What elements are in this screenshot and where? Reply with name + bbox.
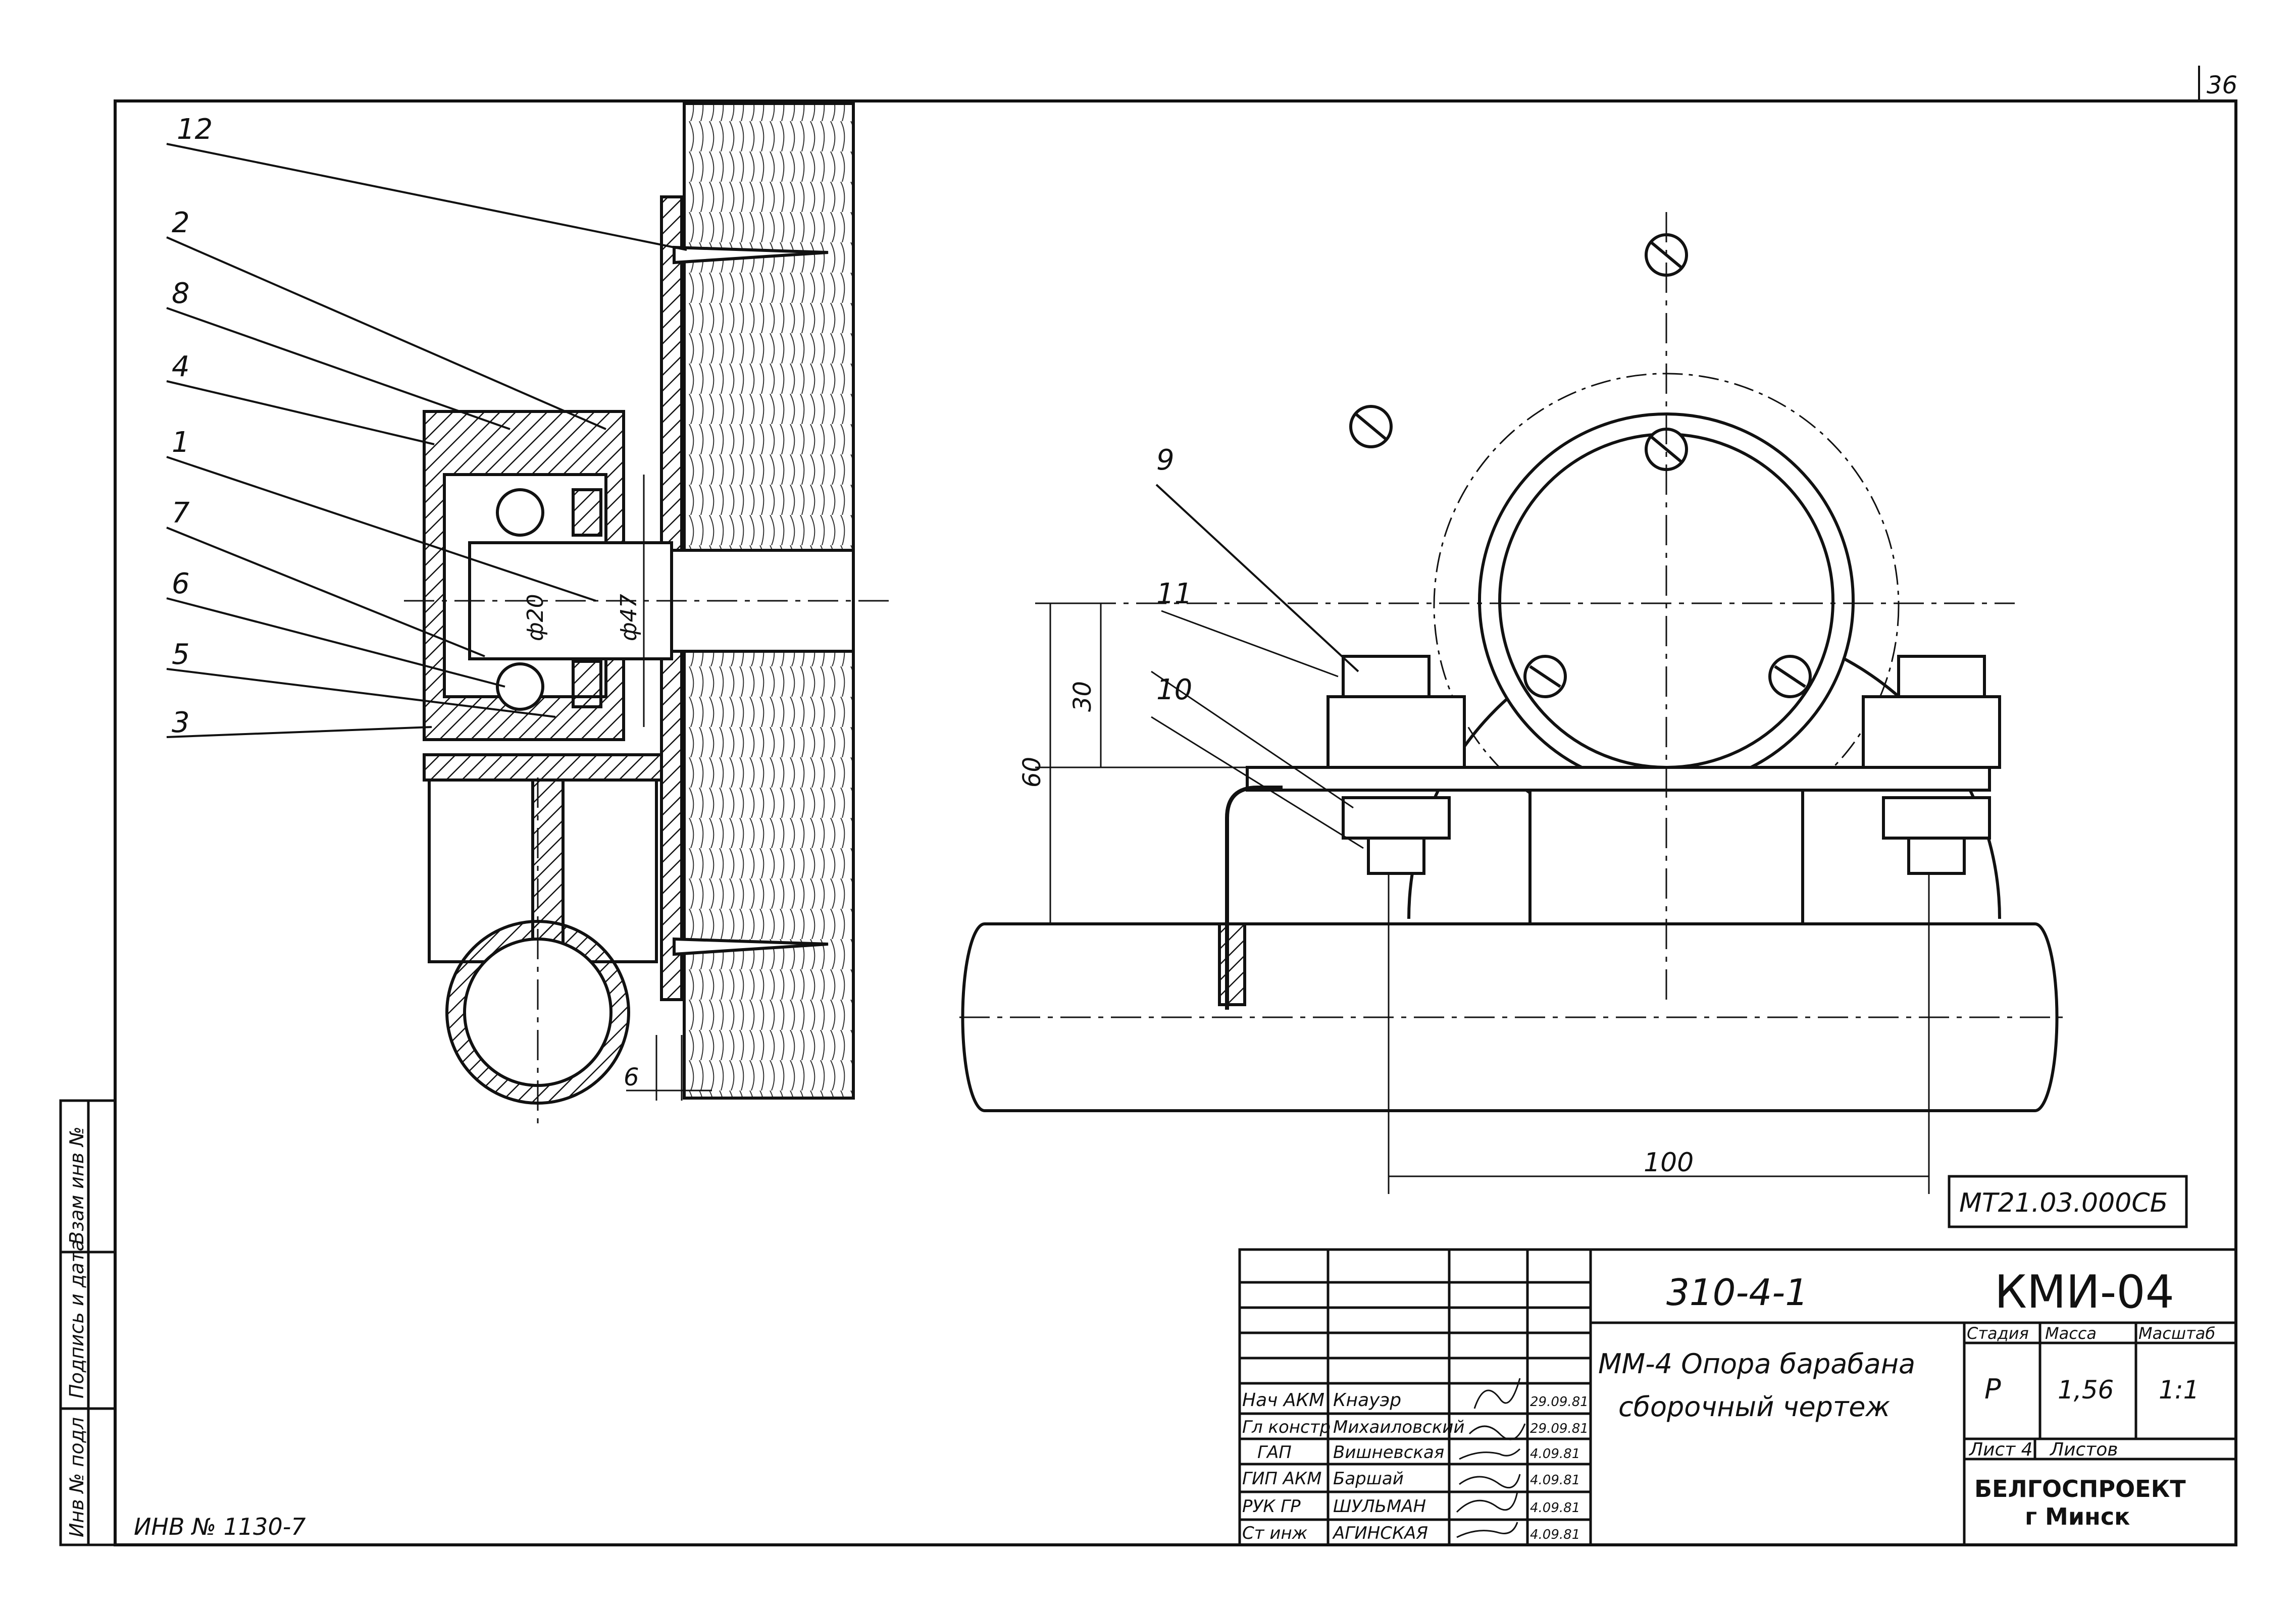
strip-sign: Подпись и дата — [66, 1239, 88, 1398]
balloon-2: 2 — [172, 206, 190, 239]
dim-30: 30 — [1068, 681, 1097, 712]
title-block-grid — [1238, 1248, 2237, 1546]
balloon-11: 11 — [1156, 578, 1192, 610]
tb-code: КМИ-04 — [1995, 1266, 2174, 1319]
nut-bottom-right-2 — [1907, 837, 1966, 875]
dim-d20: ф20 — [523, 594, 548, 641]
front-view — [959, 212, 2070, 1112]
staff-name: АГИНСКАЯ — [1332, 1523, 1428, 1543]
section-view — [404, 102, 894, 1126]
staff-role: Ст инж — [1242, 1523, 1308, 1543]
dim-d47: ф47 — [616, 594, 642, 641]
staff-date: 4.09.81 — [1530, 1500, 1580, 1516]
staff-role: ГИП АКМ — [1242, 1469, 1321, 1489]
nut-bottom-left-2 — [1367, 837, 1425, 875]
front-dimension-lines — [1035, 602, 1930, 1194]
staff-name: ШУЛЬМАН — [1333, 1496, 1426, 1517]
leader-lines — [166, 143, 687, 738]
tb-stage: Р — [1984, 1373, 2001, 1405]
dim-100: 100 — [1644, 1148, 1694, 1178]
sheet-frame — [114, 66, 2237, 1546]
balloon-4: 4 — [172, 350, 190, 383]
staff-role: ГАП — [1257, 1442, 1292, 1463]
u-bolt — [1225, 786, 1283, 1010]
bracket-plate — [423, 753, 663, 782]
tb-title-1: ММ-4 Опора барабана — [1598, 1348, 1915, 1380]
balloon-7: 7 — [172, 497, 190, 530]
wood-screw-top — [673, 245, 829, 265]
tb-title-2: сборочный чертеж — [1618, 1391, 1891, 1423]
balloon-1: 1 — [172, 426, 190, 459]
strip-inv: Инв № подл — [66, 1417, 88, 1537]
staff-name: Вишневская — [1333, 1442, 1444, 1463]
nut-top-left — [1342, 655, 1431, 698]
staff-date: 4.09.81 — [1530, 1446, 1580, 1462]
balloon-5: 5 — [172, 638, 190, 671]
signatures — [1456, 1378, 1526, 1538]
nut-bottom-right — [1882, 796, 1991, 840]
staff-name: Кнауэр — [1333, 1390, 1401, 1411]
tb-series: 310-4-1 — [1666, 1271, 1808, 1314]
balloon-10: 10 — [1156, 673, 1192, 706]
strip-replace: Взам инв № — [66, 1126, 88, 1244]
tb-mass: 1,56 — [2058, 1375, 2114, 1405]
dim-60: 60 — [1018, 757, 1046, 788]
seal-top — [572, 488, 602, 537]
staff-date: 29.09.81 — [1530, 1421, 1589, 1436]
bearing-block-right — [1862, 695, 2001, 769]
balloon-6: 6 — [172, 567, 190, 600]
ball-bearing-bottom — [496, 662, 544, 711]
tb-stage-label: Стадия — [1967, 1324, 2029, 1343]
pipe-section-inner — [463, 938, 613, 1087]
balloon-3: 3 — [172, 706, 190, 739]
left-strip — [59, 1099, 117, 1546]
staff-role: РУК ГР — [1242, 1496, 1301, 1517]
seal-bottom — [572, 660, 602, 708]
tb-scale-label: Масштаб — [2138, 1324, 2215, 1343]
balloon-8: 8 — [172, 277, 190, 310]
bearing-block-left — [1326, 695, 1466, 769]
tb-scale: 1:1 — [2159, 1375, 2199, 1405]
ball-bearing-top — [496, 488, 544, 537]
staff-name: Михаиловский — [1333, 1417, 1464, 1437]
tb-mass-label: Масса — [2045, 1324, 2097, 1343]
staff-role: Нач АКМ — [1242, 1390, 1324, 1411]
disc-screws — [1349, 233, 1812, 698]
base-plate — [1246, 766, 1991, 792]
tb-org-2: г Минск — [2025, 1503, 2130, 1530]
staff-role: Гл констр — [1242, 1417, 1331, 1437]
staff-date: 29.09.81 — [1530, 1394, 1589, 1410]
u-bolt-thread — [1218, 922, 1246, 1006]
staff-date: 4.09.81 — [1530, 1473, 1580, 1488]
sheet-number: 36 — [2207, 71, 2237, 99]
balloon-12: 12 — [177, 113, 213, 146]
wood-screw-bottom — [673, 937, 829, 956]
inv-note: ИНВ № 1130-7 — [134, 1513, 306, 1540]
nut-top-right — [1897, 655, 1986, 698]
drawing-code-box — [1948, 1175, 2188, 1228]
nut-bottom-left — [1342, 796, 1451, 840]
staff-name: Баршай — [1333, 1469, 1404, 1489]
tb-sheets: Листов — [2049, 1439, 2118, 1460]
drawing-code: МТ21.03.000СБ — [1959, 1188, 2168, 1218]
staff-rows: Нач АКМ Кнауэр 29.09.81 Гл констр Михаил… — [1242, 1390, 1589, 1543]
dim-6: 6 — [624, 1063, 639, 1092]
staff-date: 4.09.81 — [1530, 1527, 1580, 1542]
tb-sheet: Лист 4 — [1968, 1439, 2033, 1460]
tb-org-1: БЕЛГОСПРОЕКТ — [1974, 1475, 2186, 1502]
balloon-9: 9 — [1156, 444, 1175, 477]
